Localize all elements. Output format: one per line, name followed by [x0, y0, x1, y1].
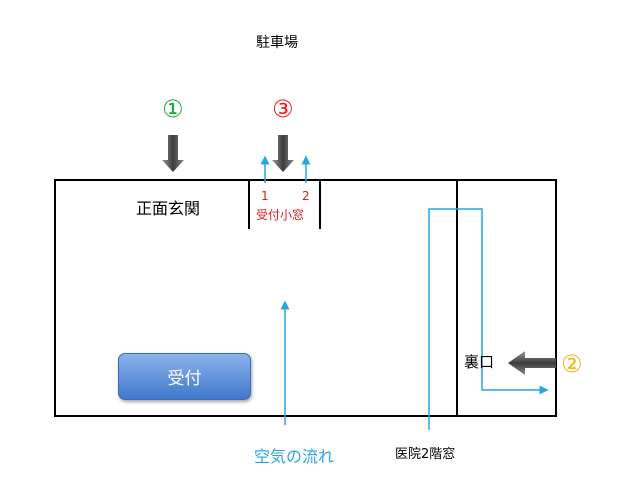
front-entrance-label: 正面玄関 [136, 199, 201, 218]
reception-box: 受付 [118, 353, 251, 400]
marker-three: ③ [272, 95, 294, 123]
reception-window-label: 受付小窓 [256, 208, 305, 222]
back-entrance-label: 裏口 [464, 353, 495, 371]
left-arrow-icon-2 [508, 351, 556, 375]
window-number-1: 1 [261, 189, 269, 203]
hospital-window-airflow-path [428, 208, 549, 430]
reception-label: 受付 [167, 369, 202, 389]
marker-two: ② [561, 350, 583, 378]
parking-label: 駐車場 [256, 35, 298, 51]
window-number-2: 2 [302, 189, 310, 203]
hospital-window-label: 医院2階窓 [395, 447, 456, 462]
airflow-label: 空気の流れ [254, 447, 335, 466]
down-arrow-icon-1 [162, 135, 184, 172]
marker-one: ① [162, 95, 184, 123]
down-arrow-icon-3 [272, 135, 294, 172]
